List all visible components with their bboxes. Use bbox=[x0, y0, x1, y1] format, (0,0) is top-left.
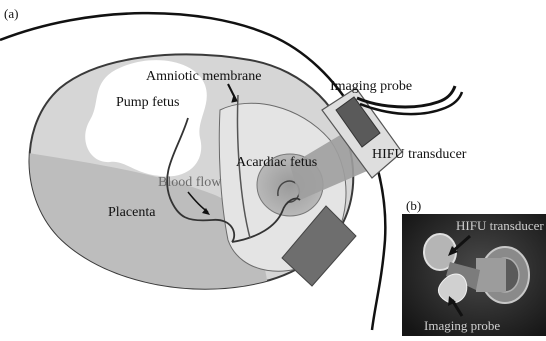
label-blood-flow: Blood flow bbox=[158, 175, 222, 190]
label-hifu-transducer: HIFU transducer bbox=[372, 147, 467, 162]
label-placenta: Placenta bbox=[108, 205, 156, 220]
label-acardiac-fetus: Acardiac fetus bbox=[236, 155, 317, 170]
label-pump-fetus: Pump fetus bbox=[116, 95, 179, 110]
panel-a-tag: (a) bbox=[4, 6, 18, 21]
photo-inset: HIFU transducer Imaging probe bbox=[402, 214, 546, 336]
label-amniotic-membrane: Amniotic membrane bbox=[146, 69, 261, 84]
label-imaging-probe: Imaging probe bbox=[330, 79, 412, 94]
photo-transducer-neck bbox=[476, 258, 506, 292]
photo-label-imaging-probe: Imaging probe bbox=[424, 318, 500, 333]
photo-label-hifu-transducer: HIFU transducer bbox=[456, 218, 544, 233]
panel-b-tag: (b) bbox=[406, 198, 421, 213]
